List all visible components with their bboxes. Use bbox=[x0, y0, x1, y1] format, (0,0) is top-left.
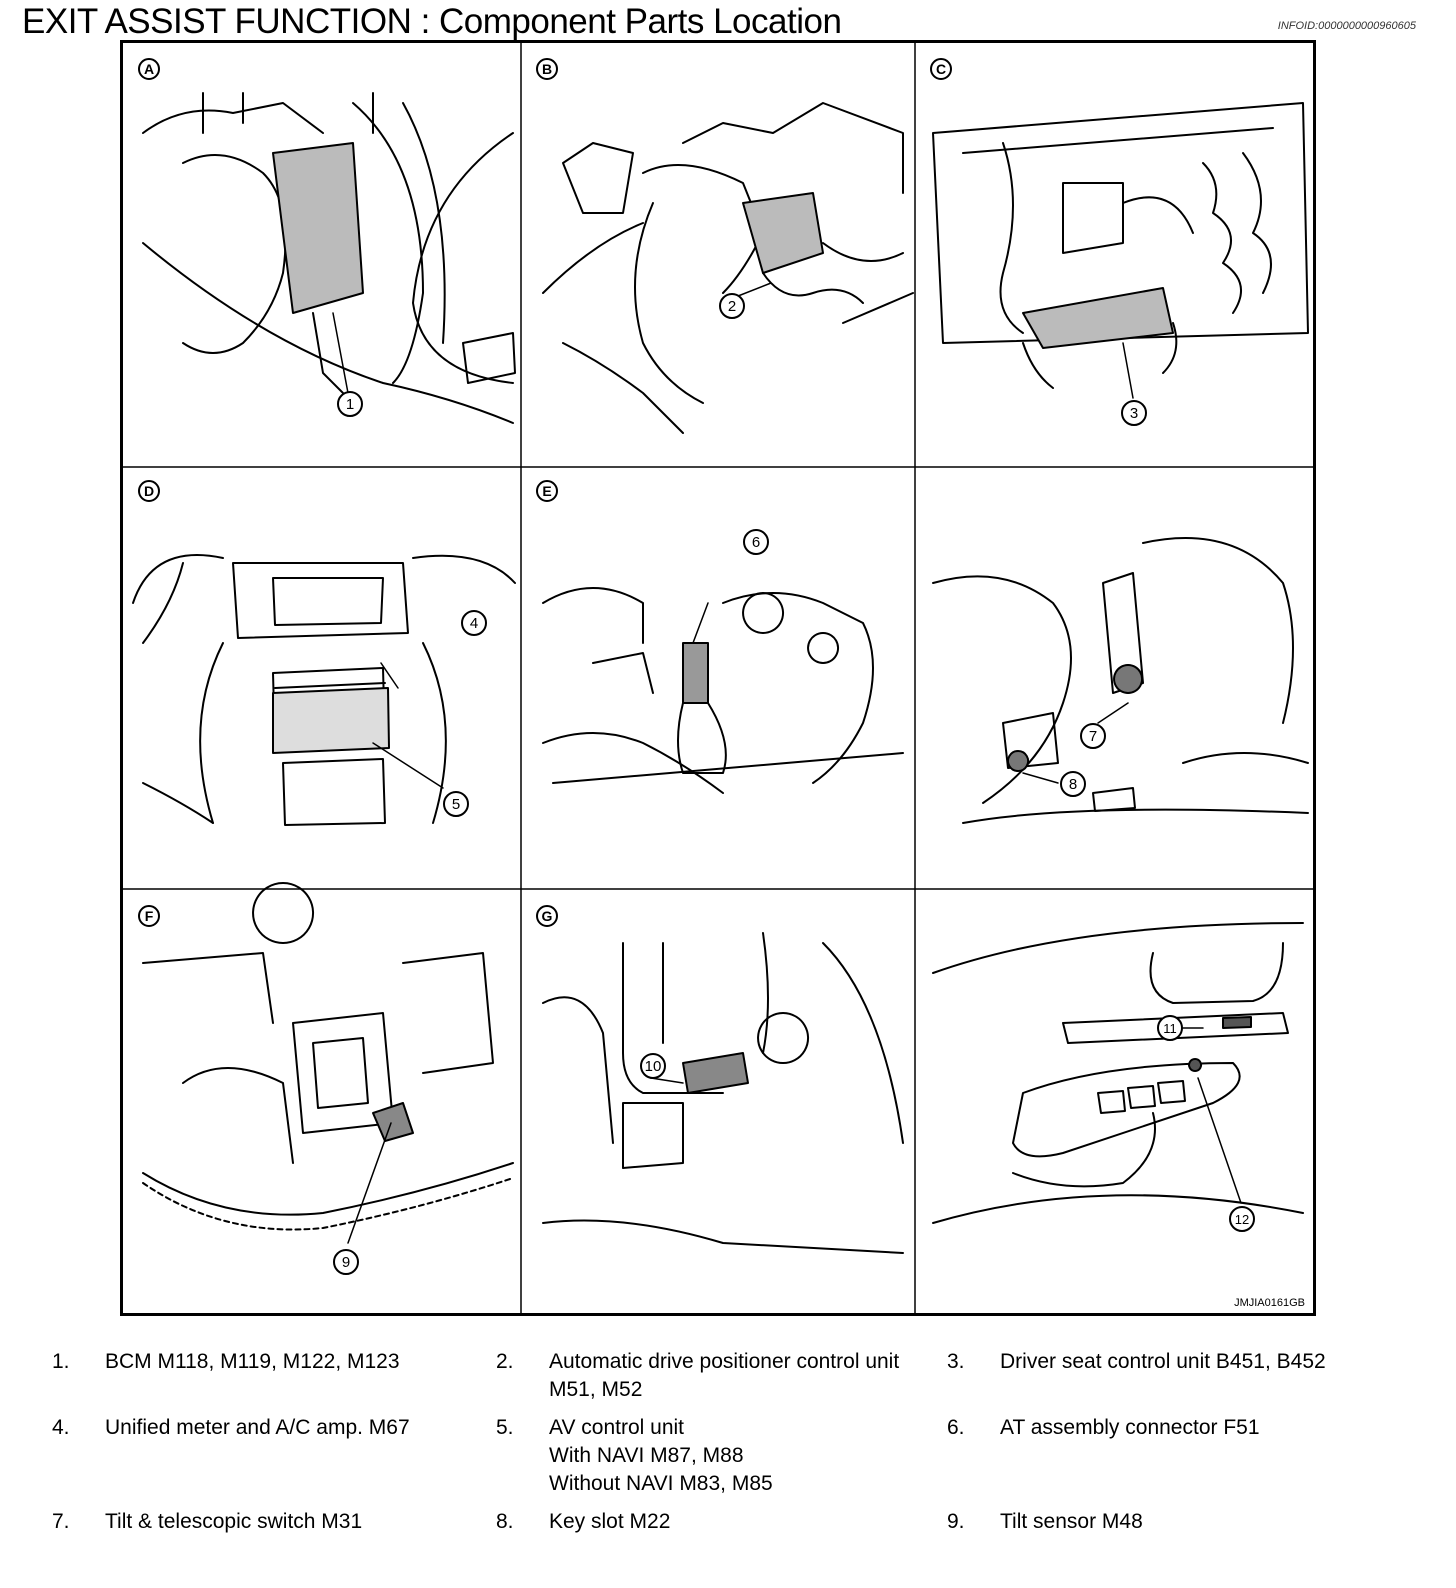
callout-1: 1 bbox=[337, 391, 363, 417]
callout-9: 9 bbox=[333, 1249, 359, 1275]
callout-8: 8 bbox=[1060, 771, 1086, 797]
panel-label-c: C bbox=[930, 58, 952, 80]
callout-12: 12 bbox=[1229, 1206, 1255, 1232]
callout-7: 7 bbox=[1080, 723, 1106, 749]
callout-6: 6 bbox=[743, 529, 769, 555]
panel-e2-drawing bbox=[932, 537, 1309, 824]
callout-5: 5 bbox=[443, 791, 469, 817]
callout-3: 3 bbox=[1121, 400, 1147, 426]
panel-label-b: B bbox=[536, 58, 558, 80]
panel-label-e: E bbox=[536, 480, 558, 502]
panel-grid bbox=[123, 43, 1313, 1313]
page-title: EXIT ASSIST FUNCTION : Component Parts L… bbox=[22, 2, 842, 41]
callout-4: 4 bbox=[461, 610, 487, 636]
figure-line-art bbox=[123, 43, 1313, 1313]
panel-label-d: D bbox=[138, 480, 160, 502]
panel-g2-drawing bbox=[932, 922, 1304, 1224]
panel-label-f: F bbox=[138, 905, 160, 927]
panel-f-drawing bbox=[142, 882, 514, 1231]
callout-10: 10 bbox=[640, 1053, 666, 1079]
info-id: INFOID:0000000000960605 bbox=[1277, 20, 1416, 32]
panel-b-drawing bbox=[542, 102, 914, 434]
panel-a-drawing bbox=[142, 92, 516, 424]
figure-code: JMJIA0161GB bbox=[1234, 1297, 1305, 1309]
leader-lines bbox=[332, 282, 1242, 1244]
panel-e-drawing bbox=[542, 587, 904, 794]
panel-c-drawing bbox=[932, 102, 1309, 389]
panel-label-g: G bbox=[536, 905, 558, 927]
callout-2: 2 bbox=[719, 293, 745, 319]
panel-label-a: A bbox=[138, 58, 160, 80]
panel-g-drawing bbox=[542, 932, 904, 1254]
component-location-figure: A B C D E F G 1 2 3 4 5 6 7 8 9 10 11 12… bbox=[120, 40, 1316, 1316]
panel-d-drawing bbox=[132, 554, 516, 826]
callout-11: 11 bbox=[1157, 1015, 1183, 1041]
